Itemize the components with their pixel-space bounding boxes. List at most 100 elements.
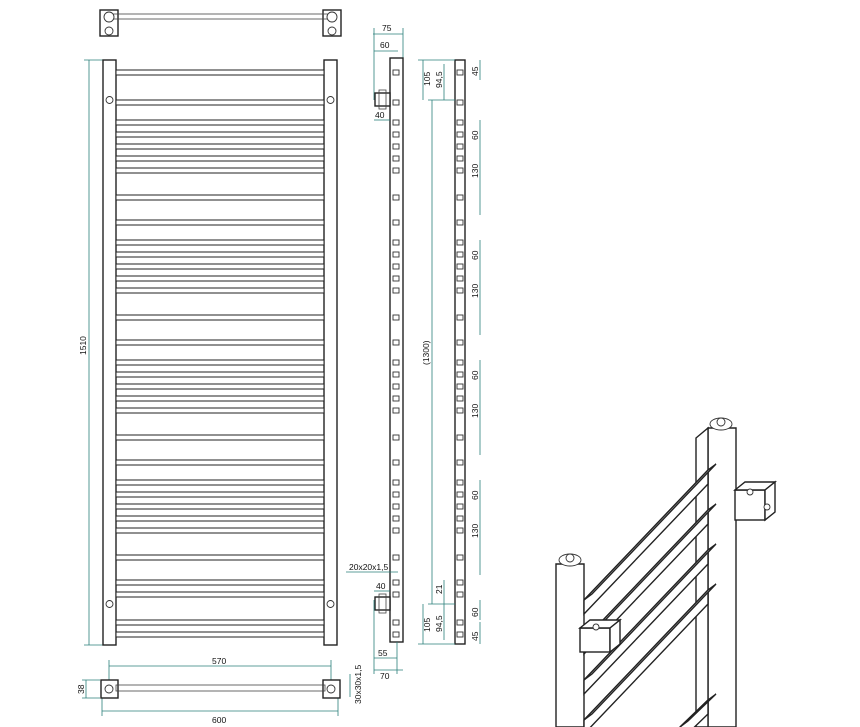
- rung-section: [456, 167, 464, 174]
- rung-section: [456, 579, 464, 586]
- front-right-bottom-fixing-icon: [326, 600, 335, 608]
- rung: [115, 131, 325, 138]
- top-view-left-fixing-icon: [104, 26, 114, 36]
- top-view-right-fixing-icon: [327, 26, 337, 36]
- rung-section: [392, 395, 400, 402]
- rung: [115, 631, 325, 638]
- rung: [115, 395, 325, 402]
- rung: [115, 591, 325, 598]
- rung-section: [456, 591, 464, 598]
- rung-section: [392, 434, 400, 441]
- rung-section: [456, 554, 464, 561]
- top-view-bar: [111, 13, 331, 20]
- bottom-view-bar: [115, 684, 326, 692]
- rung: [115, 407, 325, 414]
- rung-section: [392, 591, 400, 598]
- side-bottom-bracket-screw: [378, 593, 387, 614]
- pitch-view: (1300) 105 94,5 45 60 130 60 130 60 130 …: [418, 59, 481, 645]
- side-rung-sections: [392, 69, 400, 638]
- detail-right-rail-front: [707, 427, 737, 727]
- dim-side-60: 60: [380, 40, 390, 50]
- rung-section: [392, 69, 400, 76]
- rung: [115, 155, 325, 162]
- detail-rung-top: [679, 693, 717, 727]
- bottom-view-left-valve-icon: [104, 684, 114, 694]
- detail-left-bracket-screw-icon: [592, 623, 600, 631]
- rung-section: [392, 131, 400, 138]
- rung: [115, 339, 325, 346]
- rung-section: [392, 579, 400, 586]
- top-view-left-valve-icon: [103, 11, 115, 23]
- front-right-rail: [323, 59, 338, 646]
- dim-depth-mount: 38: [76, 684, 86, 694]
- detail-right-cap-screw-icon: [716, 417, 726, 427]
- dim-top-105: 105: [422, 72, 432, 86]
- rung-section: [392, 314, 400, 321]
- rung-section: [456, 119, 464, 126]
- rung-section: [392, 631, 400, 638]
- pitch-rung-sections: [456, 69, 464, 638]
- dim-profile-rung: 20x20x1,5: [349, 562, 388, 572]
- rung: [115, 263, 325, 270]
- rung: [115, 554, 325, 561]
- rung: [115, 99, 325, 106]
- dim-height-total: 1510: [78, 336, 88, 355]
- rung-section: [456, 371, 464, 378]
- rung-section: [392, 359, 400, 366]
- rung-section: [392, 503, 400, 510]
- rung: [115, 434, 325, 441]
- rung: [115, 359, 325, 366]
- rung-section: [392, 339, 400, 346]
- rung-section: [392, 459, 400, 466]
- detail-left-bracket-side: [609, 618, 621, 654]
- rung-section: [456, 383, 464, 390]
- rung: [115, 515, 325, 522]
- top-view-right-valve-icon: [326, 11, 338, 23]
- rung: [115, 251, 325, 258]
- perspective-detail: [555, 417, 777, 727]
- rung-section: [392, 263, 400, 270]
- dim-bottom-21: 21: [434, 584, 444, 594]
- rung: [115, 239, 325, 246]
- detail-rungs: [583, 463, 717, 727]
- rung-section: [456, 459, 464, 466]
- rung-section: [392, 194, 400, 201]
- rung-section: [392, 383, 400, 390]
- side-top-bracket: [374, 92, 391, 107]
- side-top-bracket-screw: [378, 89, 387, 110]
- rung-section: [392, 479, 400, 486]
- front-left-bottom-fixing-icon: [105, 600, 114, 608]
- detail-right-rail-side: [695, 426, 709, 727]
- dim-bottom-94-5: 94,5: [434, 615, 444, 632]
- rung: [115, 459, 325, 466]
- dim-bottom-45: 45: [470, 631, 480, 641]
- detail-rung-top: [583, 583, 717, 721]
- rung-section: [392, 371, 400, 378]
- dim-gap-60-a: 60: [470, 130, 480, 140]
- rung-section: [456, 631, 464, 638]
- rung-section: [456, 407, 464, 414]
- rung-section: [456, 491, 464, 498]
- rung: [115, 527, 325, 534]
- detail-right-bracket-side: [764, 480, 776, 522]
- detail-right-bracket-screw-icon: [746, 488, 754, 496]
- rung-section: [456, 619, 464, 626]
- rung-section: [392, 219, 400, 226]
- dim-side-bracket-top: 40: [375, 110, 385, 120]
- top-view: [99, 9, 342, 37]
- rung: [115, 287, 325, 294]
- rung: [115, 383, 325, 390]
- bottom-view: 38 30x30x1,5: [76, 665, 363, 704]
- side-view: 75 60 40 20x20x1,5 40 55 70: [346, 23, 404, 681]
- dim-profile-rail: 30x30x1,5: [353, 665, 363, 704]
- rung: [115, 194, 325, 201]
- rung: [115, 314, 325, 321]
- dim-gap-60-b: 60: [470, 250, 480, 260]
- rung-section: [456, 287, 464, 294]
- detail-rung-top: [583, 463, 717, 601]
- rung-section: [456, 359, 464, 366]
- rung-section: [456, 155, 464, 162]
- rung: [115, 491, 325, 498]
